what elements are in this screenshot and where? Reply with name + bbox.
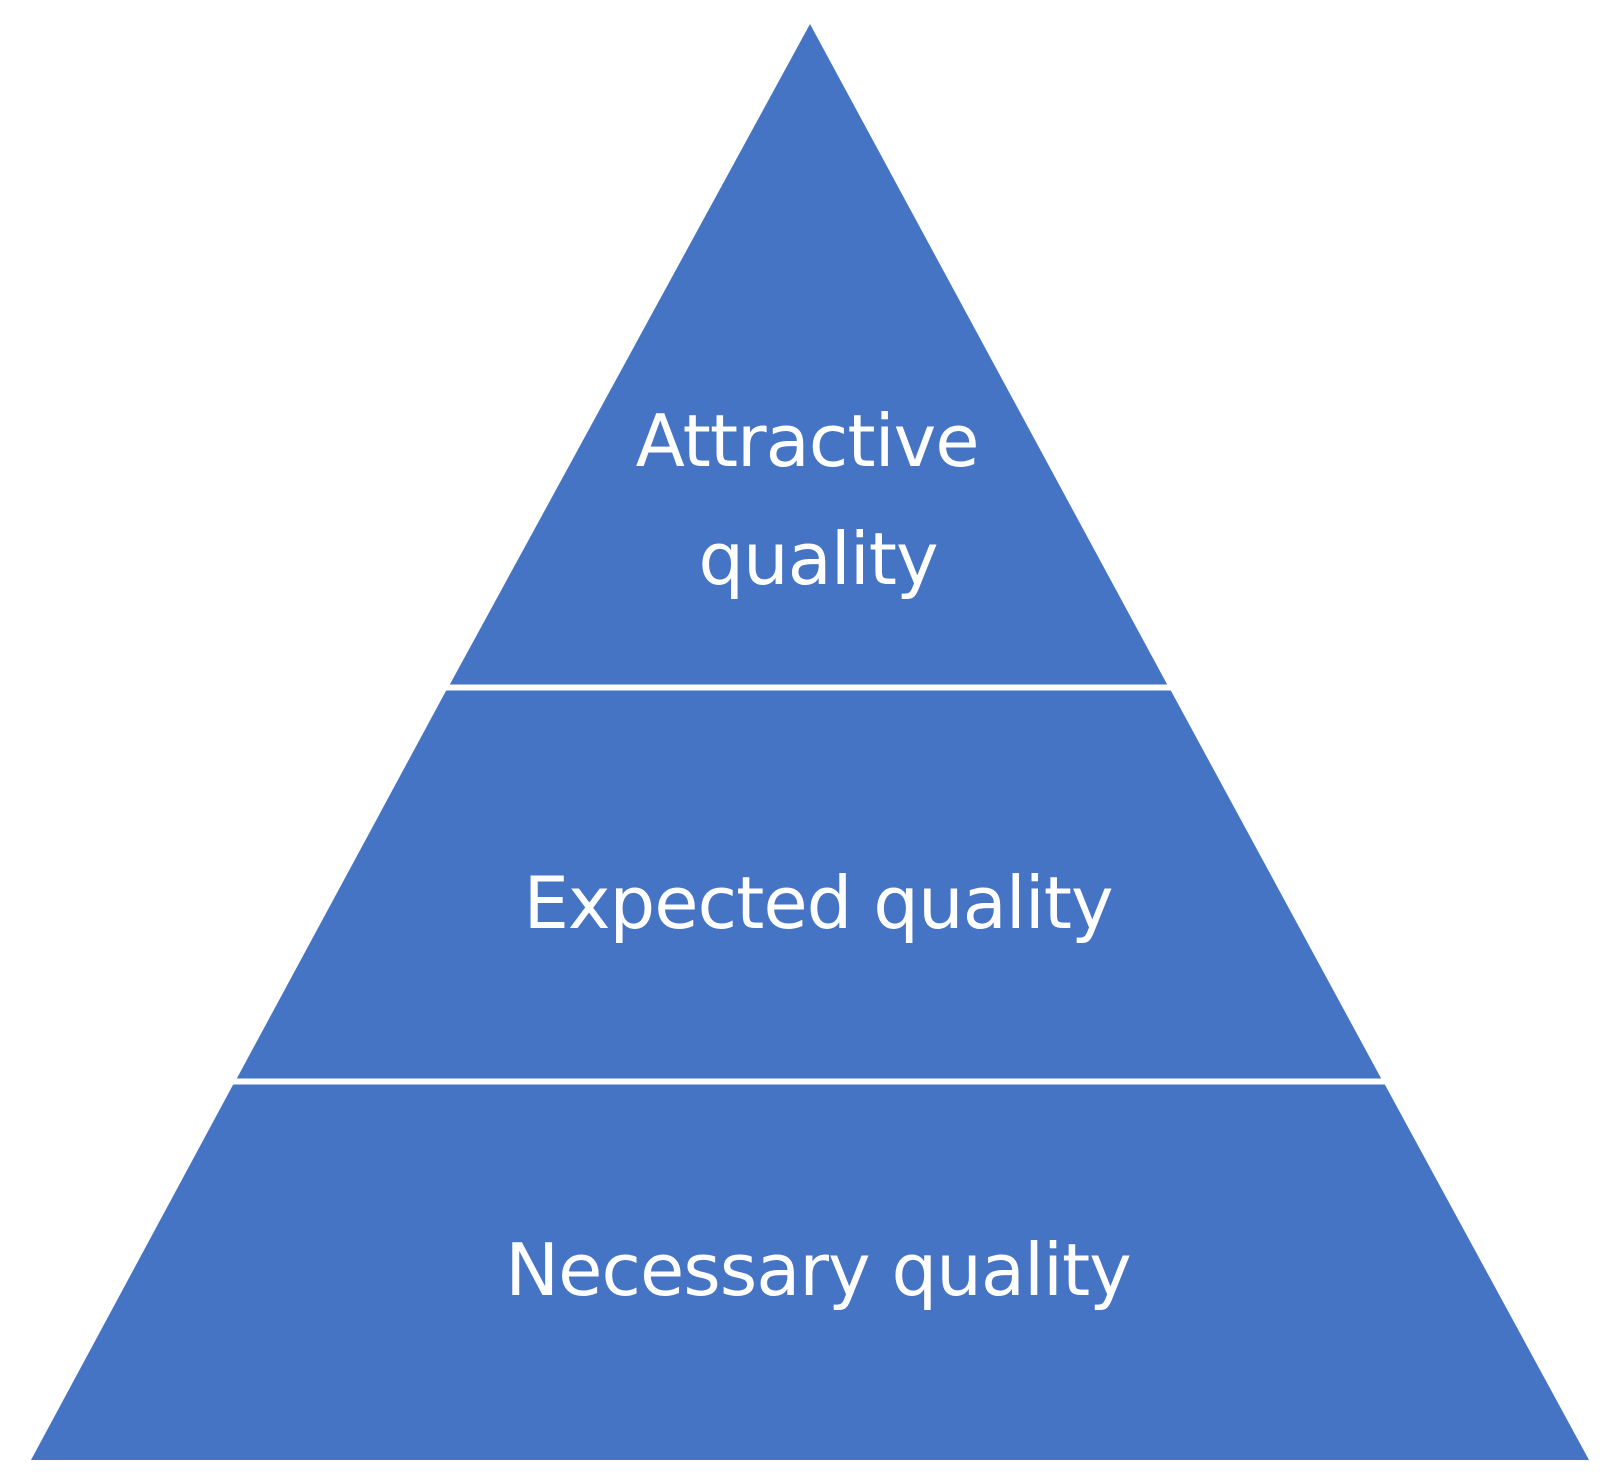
tier-necessary-quality-label: Necessary quality <box>505 1228 1131 1312</box>
tier-necessary-quality-label-line-1: Necessary quality <box>505 1228 1131 1312</box>
tier-necessary-quality <box>31 1083 1589 1460</box>
tier-attractive-quality-label-line-2: quality <box>698 517 937 601</box>
tier-attractive-quality-label: Attractive quality <box>636 399 1001 601</box>
tier-expected-quality-label: Expected quality <box>523 861 1112 945</box>
tier-expected-quality-label-line-1: Expected quality <box>523 861 1112 945</box>
tier-attractive-quality <box>449 24 1168 686</box>
tier-expected-quality <box>236 689 1382 1080</box>
tier-attractive-quality-label-line-1: Attractive <box>636 399 979 483</box>
